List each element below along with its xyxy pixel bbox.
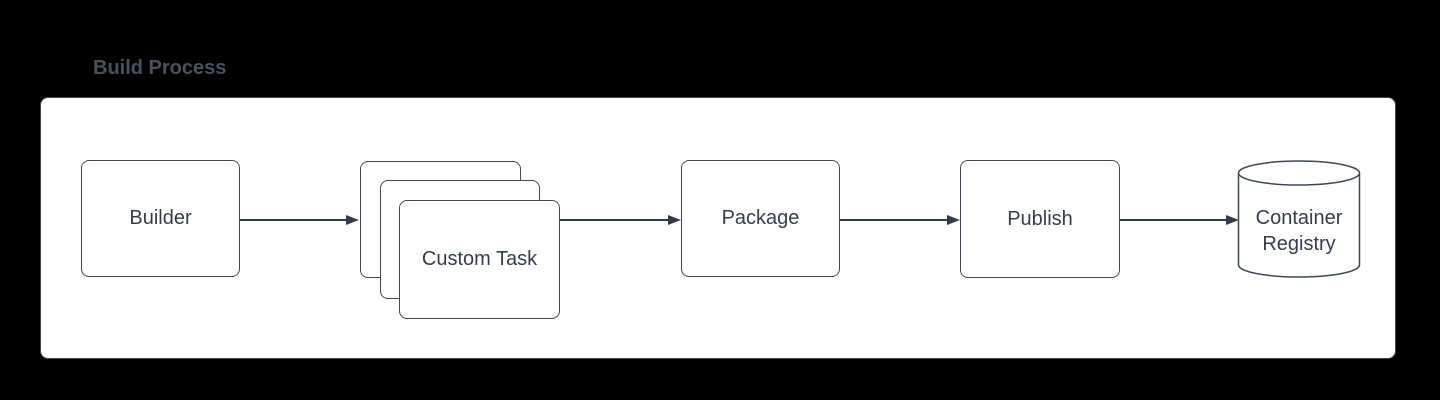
connector-package-to-publish [840,214,960,225]
node-custom-task-label: Custom Task [421,248,538,270]
arrowhead-right-icon [1226,214,1239,225]
node-package-label: Package [721,207,800,229]
connector-publish-to-container-registry [1120,214,1239,225]
node-package[interactable]: Package [681,160,840,277]
connector-builder-to-custom-task [240,214,359,225]
node-container-registry-label: Container Registry [1255,207,1343,255]
arrowhead-right-icon [947,214,960,225]
cylinder-icon [1237,160,1361,278]
connector-line [840,218,949,221]
connector-custom-task-to-package [560,214,681,225]
connector-line [1120,218,1228,221]
diagram-title: Build Process [93,57,227,79]
node-publish-label: Publish [1007,207,1073,230]
node-publish[interactable]: Publish [960,160,1120,278]
node-builder[interactable]: Builder [81,160,240,277]
node-container-registry[interactable] [1237,159,1361,280]
node-builder-label: Builder [129,207,192,229]
arrowhead-right-icon [346,214,359,225]
node-custom-task[interactable]: Custom Task [399,200,560,319]
connector-line [240,218,348,221]
connector-line [560,218,670,221]
arrowhead-right-icon [668,214,681,225]
